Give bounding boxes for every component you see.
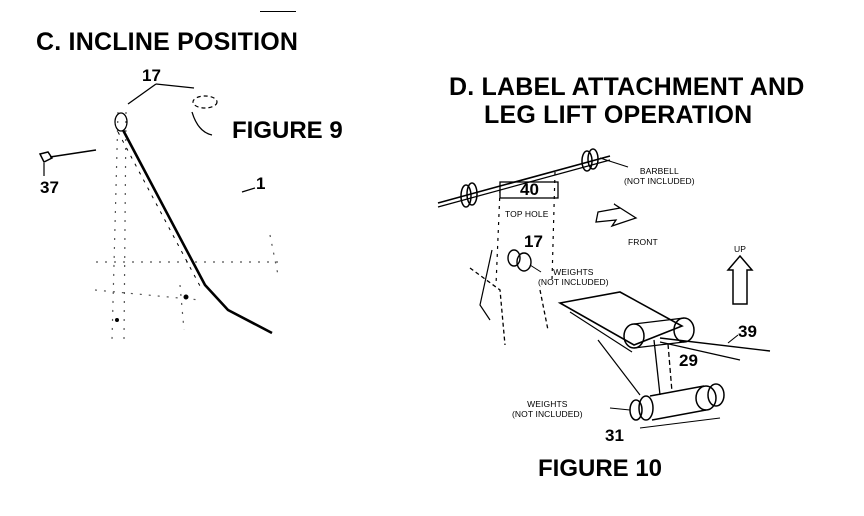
weights-upper-label: WEIGHTS (NOT INCLUDED) [538,267,609,287]
section-d-heading-line1: D. LABEL ATTACHMENT AND [449,73,805,101]
figure9-drawing [38,83,285,341]
section-d-heading-line2: LEG LIFT OPERATION [484,101,753,129]
weights-lower-line1: WEIGHTS [527,399,568,409]
weights-lower-label: WEIGHTS (NOT INCLUDED) [512,399,583,419]
figure10-callout-39: 39 [738,322,757,341]
weights-upper-line1: WEIGHTS [553,267,594,277]
up-label: UP [734,244,747,254]
figure10-callout-29: 29 [679,351,698,370]
figure10-callout-31: 31 [605,426,624,445]
top-hole-label: TOP HOLE [505,209,549,219]
barbell-label-line2: (NOT INCLUDED) [624,176,695,186]
figure10-callout-40: 40 [520,180,539,199]
front-label: FRONT [628,237,658,247]
top-rule [260,11,296,12]
figure10-drawing [437,148,771,429]
figure10-callout-17: 17 [524,232,543,251]
figure9-callout-17: 17 [142,66,161,85]
weights-lower-line2: (NOT INCLUDED) [512,409,583,419]
barbell-label-line1: BARBELL [639,166,679,176]
barbell-label: BARBELL (NOT INCLUDED) [624,166,695,186]
figure9-callout-37: 37 [40,178,59,197]
figure10-caption: FIGURE 10 [538,455,663,482]
figure9-caption: FIGURE 9 [232,117,343,144]
section-c-heading: C. INCLINE POSITION [36,28,299,56]
figure9-callout-1: 1 [256,174,266,193]
weights-upper-line2: (NOT INCLUDED) [538,277,609,287]
